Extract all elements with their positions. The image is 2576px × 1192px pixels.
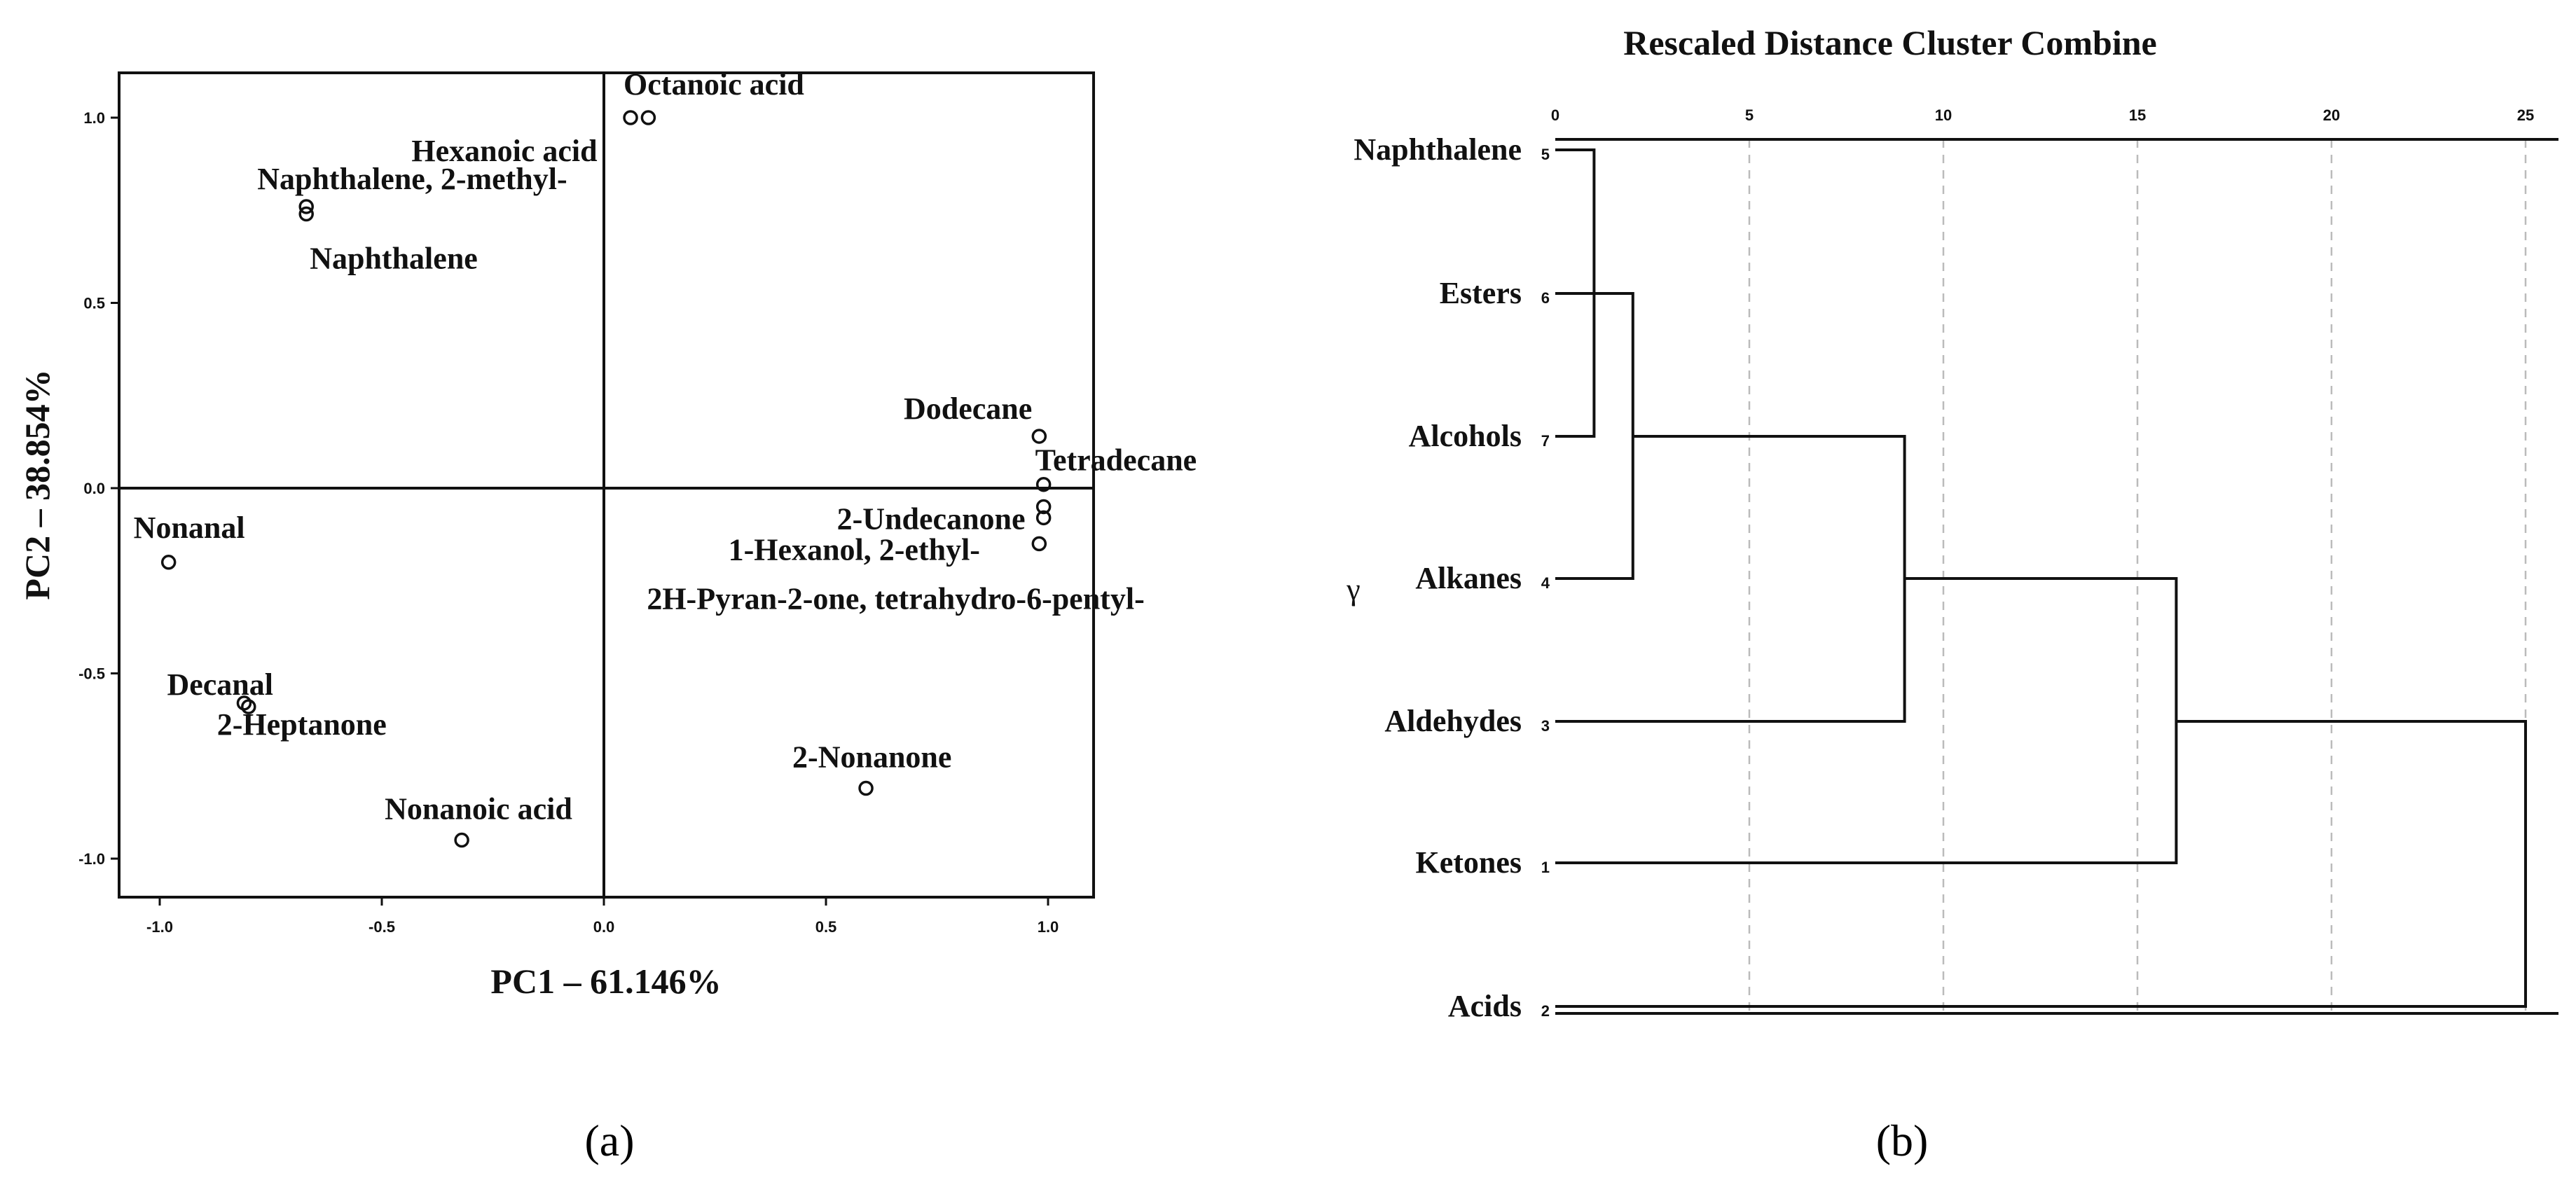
- dendrogram-x-tick-label: 5: [1745, 106, 1754, 124]
- pca-label-hexanoic-acid: Hexanoic acid: [411, 134, 597, 168]
- pca-label-1-hexanol-2-ethyl: 1-Hexanol, 2-ethyl-: [729, 532, 980, 567]
- leaf-label-naphthalene: Naphthalene: [1354, 132, 1522, 167]
- pca-y-tick-label: -0.5: [78, 665, 105, 683]
- leaf-id-ketones: 1: [1541, 859, 1550, 876]
- leaf-id-alcohols: 7: [1541, 432, 1550, 450]
- pca-point-nonanal: [160, 555, 177, 570]
- dendrogram-x-tick-label: 20: [2323, 106, 2340, 124]
- pca-y-tick-label: 0.5: [83, 295, 105, 312]
- leaf-label-aldehydes: Aldehydes: [1384, 704, 1522, 738]
- dendrogram-x-ticks: 0 5 10 15 20 25: [1551, 106, 2534, 124]
- pca-x-tick-label: 1.0: [1038, 918, 1059, 936]
- pca-x-tick-label: 0.5: [815, 918, 837, 936]
- pca-point-naphthalene: [298, 206, 314, 222]
- pca-x-tick-label: -0.5: [369, 918, 395, 936]
- pca-label-octanoic-acid: Octanoic acid: [624, 67, 804, 102]
- dendrogram-x-tick-label: 25: [2517, 106, 2534, 124]
- pca-y-tick-label: -1.0: [78, 850, 105, 868]
- pca-label-nonanal: Nonanal: [134, 511, 245, 545]
- pca-label-decanal: Decanal: [167, 667, 273, 702]
- leaf-id-aldehydes: 3: [1541, 717, 1550, 735]
- pca-x-tick-label: -1.0: [146, 918, 173, 936]
- pca-point-tetradecane: [1035, 476, 1052, 492]
- dendrogram-x-tick-label: 0: [1551, 106, 1559, 124]
- pca-point-hexanoic-acid: [640, 110, 656, 125]
- leaf-label-alkanes: Alkanes: [1415, 561, 1522, 595]
- pca-loading-plot: -1.0 -0.5 0.0 0.5 1.0 1.0 0.5 0.0 -0.5 -1.0 Octa…: [18, 67, 1197, 1165]
- dendrogram-x-tick-label: 10: [1935, 106, 1952, 124]
- pca-point-nonanoic-acid: [454, 832, 469, 848]
- pca-label-nonanoic-acid: Nonanoic acid: [385, 792, 572, 826]
- leaf-label-ketones: Ketones: [1415, 845, 1522, 880]
- branch-upper-cluster-join: [1632, 435, 1906, 578]
- pca-label-naphthalene: Naphthalene: [310, 242, 478, 276]
- leaf-id-esters: 6: [1541, 289, 1550, 307]
- dendrogram-x-tick-label: 15: [2129, 106, 2146, 124]
- leaf-id-acids: 2: [1541, 1002, 1550, 1020]
- pca-label-naphthalene-2-methyl: Naphthalene, 2-methyl-: [257, 162, 567, 196]
- pca-x-tick-label: 0.0: [593, 918, 615, 936]
- panel-b-caption: (b): [1876, 1116, 1929, 1165]
- branch-acids-root: [1555, 720, 2527, 1008]
- pca-y-axis-label: PC2 – 38.854%: [18, 369, 57, 600]
- pca-point-2-nonanone: [858, 780, 874, 796]
- pca-plot-frame: [118, 71, 1095, 899]
- pca-label-2-nonanone: 2-Nonanone: [792, 740, 951, 774]
- panel-a-caption: (a): [584, 1116, 634, 1165]
- pca-label-dodecane: Dodecane: [904, 391, 1032, 426]
- pca-label-2-heptanone: 2-Heptanone: [217, 707, 387, 742]
- pca-point-2h-pyran-2-one-tetrahydro-6-pentyl: [1031, 536, 1047, 552]
- pca-label-2h-pyran-2-one-tetrahydro-6-pentyl: 2H-Pyran-2-one, tetrahydro-6-pentyl-: [647, 581, 1144, 616]
- dendrogram-side-label: γ: [1346, 572, 1360, 607]
- pca-y-tick-label: 1.0: [83, 109, 105, 127]
- pca-x-ticks: -1.0 -0.5 0.0 0.5 1.0: [146, 897, 1059, 936]
- leaf-id-naphthalene: 5: [1541, 146, 1550, 163]
- leaf-label-esters: Esters: [1440, 276, 1522, 310]
- dendrogram-title: Rescaled Distance Cluster Combine: [1623, 23, 2157, 62]
- pca-label-2-undecanone: 2-Undecanone: [837, 501, 1026, 536]
- leaf-label-alcohols: Alcohols: [1409, 419, 1522, 453]
- pca-y-ticks: 1.0 0.5 0.0 -0.5 -1.0: [78, 109, 119, 868]
- leaf-label-acids: Acids: [1448, 989, 1522, 1023]
- pca-point-1-hexanol-2-ethyl: [1035, 510, 1052, 526]
- pca-label-tetradecane: Tetradecane: [1035, 443, 1197, 478]
- pca-point-naphthalene-2-methyl: [298, 199, 314, 214]
- pca-point-octanoic-acid: [623, 110, 638, 125]
- leaf-id-alkanes: 4: [1541, 574, 1550, 592]
- dendrogram-branches: [1555, 148, 2527, 1008]
- dendrogram-gridlines: [1748, 139, 2527, 1013]
- pca-x-axis-label: PC1 – 61.146%: [490, 962, 721, 1001]
- pca-point-2-heptanone: [241, 699, 256, 714]
- pca-points: [160, 110, 1052, 848]
- pca-point-dodecane: [1031, 429, 1047, 444]
- branch-aldehydes: [1555, 578, 1906, 723]
- pca-y-tick-label: 0.0: [83, 480, 105, 497]
- pca-point-2-undecanone: [1035, 499, 1052, 515]
